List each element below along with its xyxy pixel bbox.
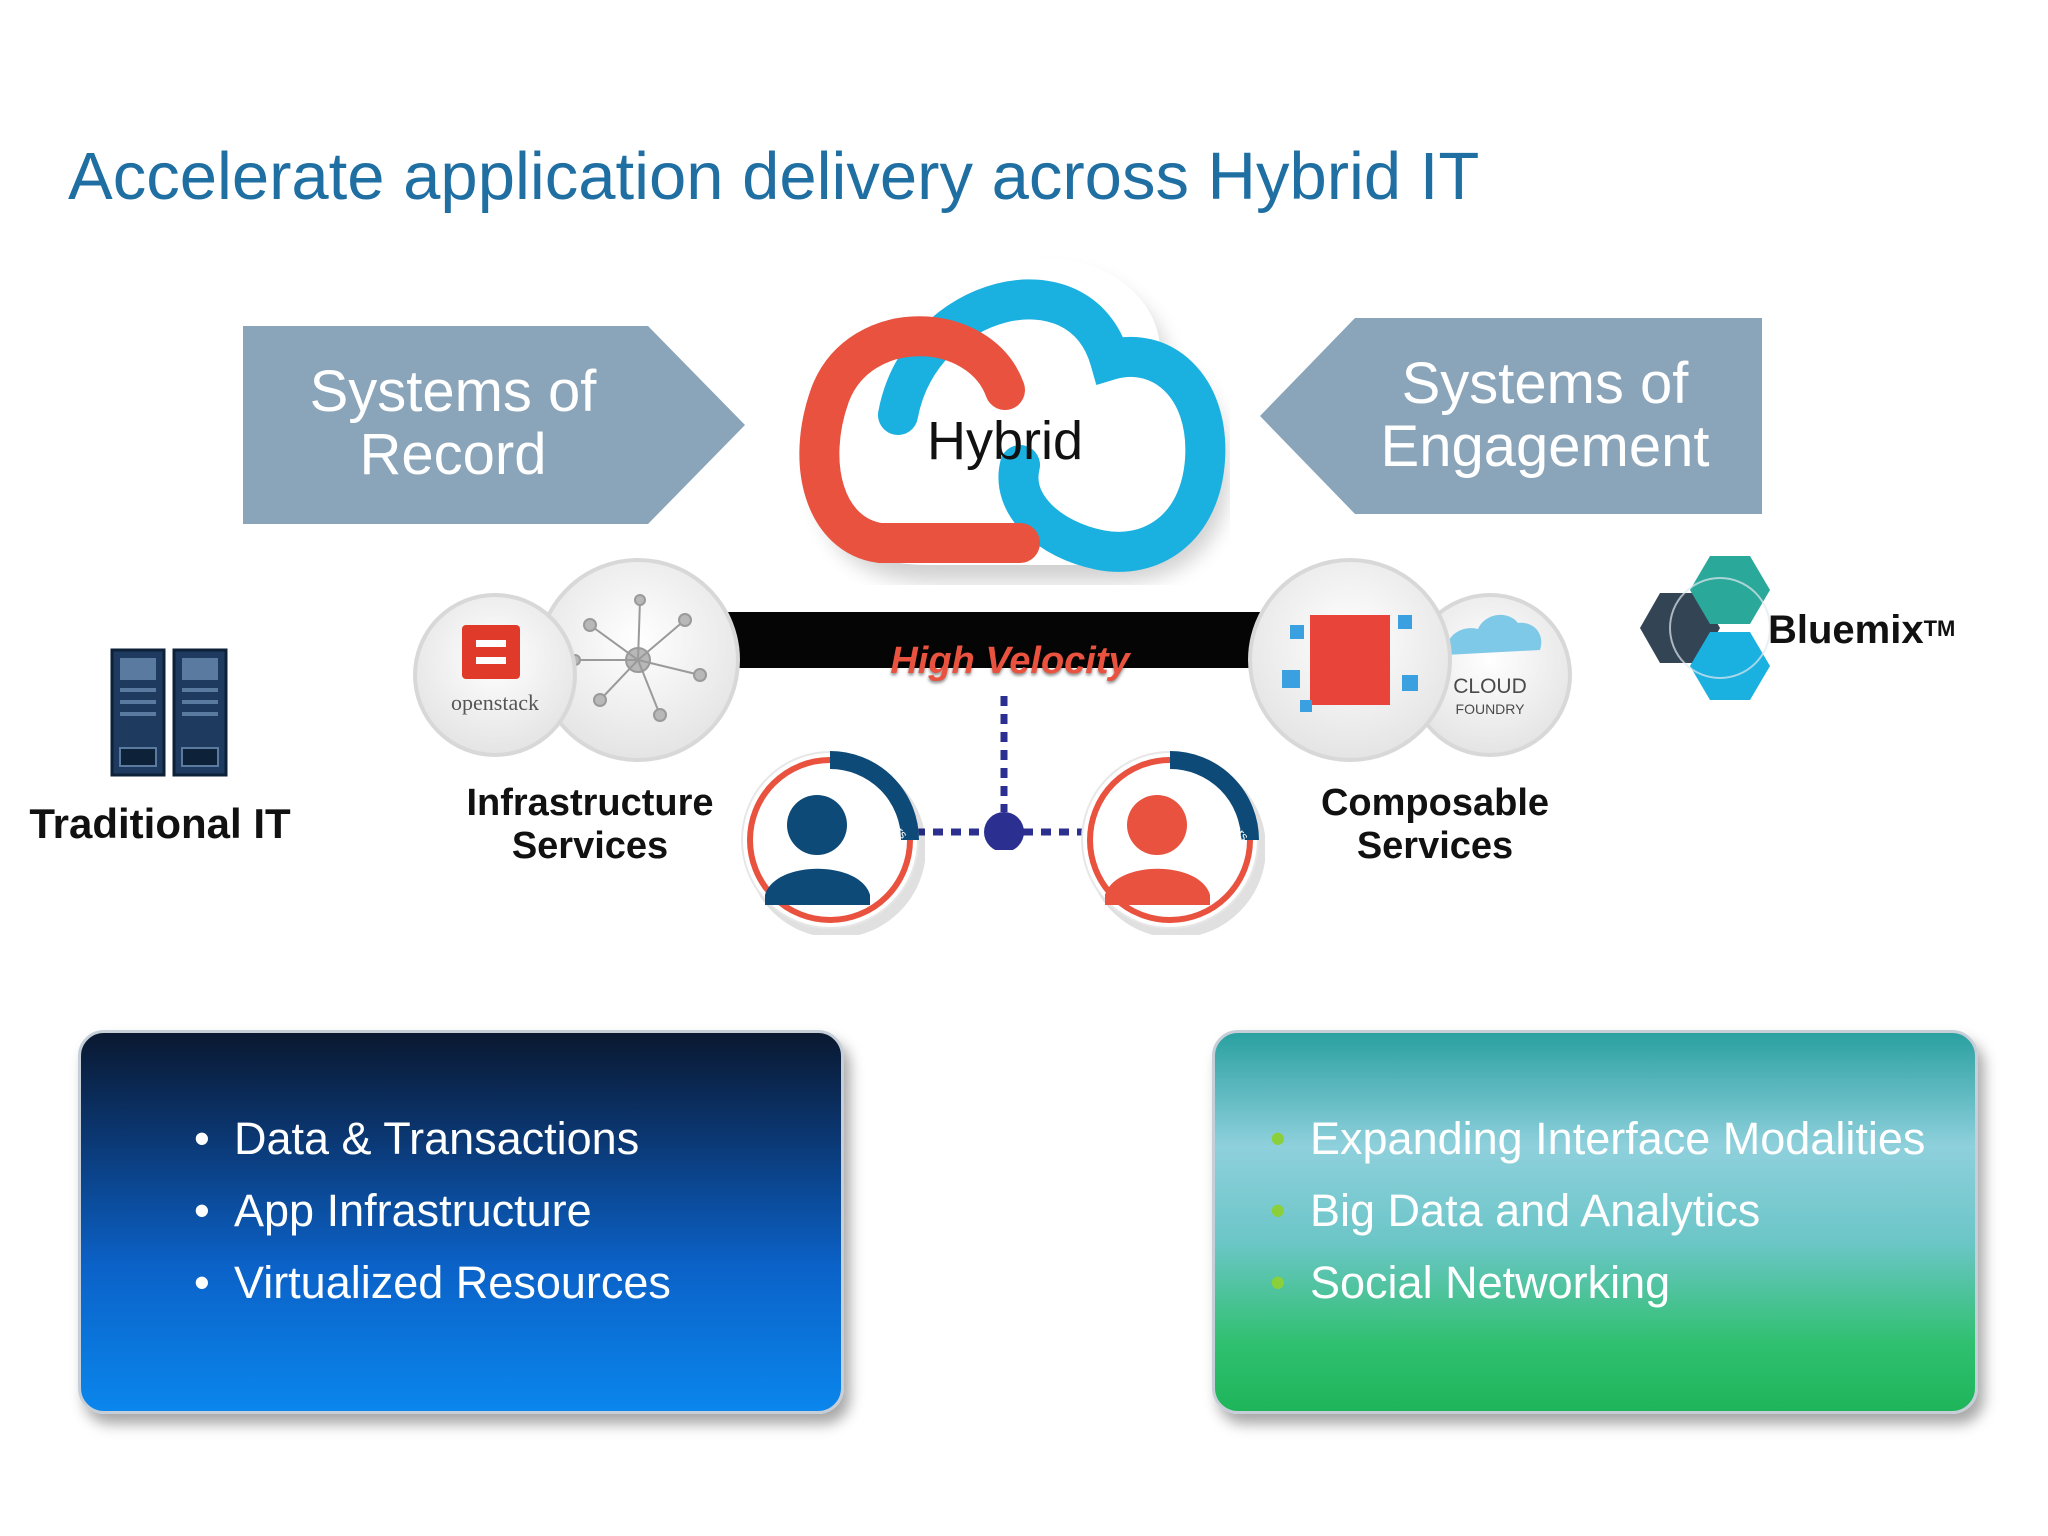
bluemix-logo-icon (1640, 556, 1770, 700)
persona-connector (915, 696, 1085, 850)
systems-of-record-line2: Record (359, 422, 547, 487)
traditional-it-panel: Data & Transactions App Infrastructure V… (78, 1030, 844, 1414)
composable-services-label: Composable Services (1280, 782, 1590, 868)
engagement-panel: Expanding Interface Modalities Big Data … (1212, 1030, 1978, 1414)
infrastructure-services-icons (413, 558, 740, 762)
cloudfoundry-line2: FOUNDRY (1455, 701, 1525, 717)
bluemix-name: Bluemix (1768, 608, 1924, 652)
it-manager-persona-icon: IT Managers (1081, 751, 1265, 935)
list-item: Data & Transactions (194, 1103, 671, 1175)
velocity-bar (690, 612, 1330, 668)
page-title: Accelerate application delivery across H… (68, 139, 1480, 214)
list-item: Social Networking (1270, 1247, 1925, 1319)
connector-node (984, 812, 1024, 850)
list-item: Big Data and Analytics (1270, 1175, 1925, 1247)
openstack-logo-text: openstack (451, 690, 539, 715)
servers-icon (110, 648, 228, 777)
composable-services-icons (1248, 558, 1572, 762)
list-item: App Infrastructure (194, 1175, 671, 1247)
cloudfoundry-line1: CLOUD (1453, 675, 1527, 698)
high-velocity-label: High Velocity (890, 640, 1130, 682)
systems-of-engagement-label: Systems of Engagement (1345, 352, 1745, 478)
developer-persona-icon: Developers (741, 751, 925, 935)
infrastructure-services-line2: Services (511, 825, 669, 867)
systems-of-record-label: Systems of Record (243, 360, 663, 486)
systems-of-engagement-line2: Engagement (1380, 414, 1710, 479)
hybrid-cloud-icon (799, 258, 1228, 582)
list-item: Virtualized Resources (194, 1247, 671, 1319)
bluemix-label: BluemixTM (1768, 608, 1955, 653)
list-item: Expanding Interface Modalities (1270, 1103, 1925, 1175)
traditional-it-label: Traditional IT (29, 800, 291, 847)
composable-services-line2: Services (1356, 825, 1514, 867)
composable-services-line1: Composable (1320, 782, 1550, 824)
systems-of-engagement-line1: Systems of (1401, 351, 1689, 416)
cloudfoundry-logo-text: CLOUD FOUNDRY (1425, 676, 1555, 720)
traditional-it-list: Data & Transactions App Infrastructure V… (194, 1103, 671, 1319)
infrastructure-services-line1: Infrastructure (466, 782, 714, 824)
bluemix-tm: TM (1923, 616, 1956, 641)
infrastructure-services-label: Infrastructure Services (430, 782, 750, 868)
engagement-list: Expanding Interface Modalities Big Data … (1270, 1103, 1925, 1319)
hybrid-label: Hybrid (926, 411, 1084, 471)
systems-of-record-arrow (243, 326, 745, 524)
systems-of-engagement-arrow (1260, 318, 1762, 514)
systems-of-record-line1: Systems of (309, 359, 597, 424)
